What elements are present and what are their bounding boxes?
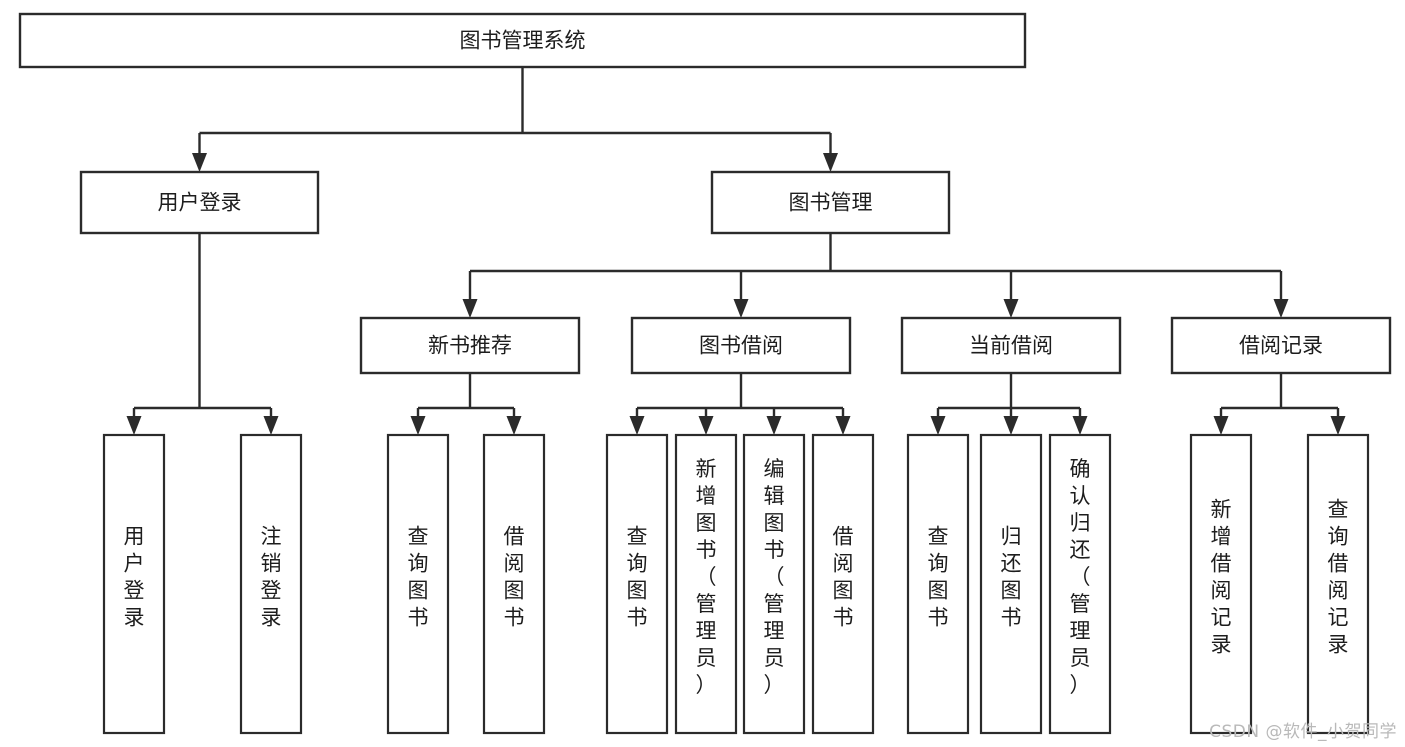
connector-conn-userlogin-to-leaves [126, 233, 279, 435]
arrow-head-icon [263, 416, 279, 435]
node-label: 注销登录 [261, 525, 282, 630]
node-leaf-add-borrow-record[interactable]: 新增借阅记录 [1189, 433, 1253, 735]
node-label: 用户登录 [158, 191, 242, 215]
node-box[interactable] [710, 170, 951, 235]
node-leaf-query-borrow-record[interactable]: 查询借阅记录 [1306, 433, 1370, 735]
node-label: 图书借阅 [699, 334, 783, 358]
connector-conn-current-to-leaves [930, 373, 1088, 435]
arrow-head-icon [823, 153, 838, 172]
node-leaf-user-login[interactable]: 用户登录 [102, 433, 166, 735]
node-label: 查询借阅记录 [1328, 498, 1349, 657]
connector-conn-record-to-leaves [1213, 373, 1346, 435]
node-label: 当前借阅 [969, 334, 1053, 358]
node-label: 查询图书 [627, 525, 648, 630]
node-label: 确认归还（管理员） [1070, 457, 1091, 697]
connector-conn-root-to-level2 [192, 67, 838, 172]
node-box[interactable] [1306, 433, 1370, 735]
node-label: 编辑图书（管理员） [764, 457, 785, 697]
node-leaf-return-book[interactable]: 归还图书 [979, 433, 1043, 735]
node-box[interactable] [900, 316, 1122, 375]
arrow-head-icon [698, 416, 714, 435]
node-leaf-confirm-return-admin[interactable]: 确认归还（管理员） [1048, 433, 1112, 735]
node-label: 用户登录 [124, 525, 145, 630]
node-label: 查询图书 [408, 525, 429, 630]
arrow-head-icon [1003, 416, 1019, 435]
watermark-label: CSDN @软件_小贺同学 [1209, 722, 1397, 742]
arrow-head-icon [462, 299, 478, 318]
arrow-head-icon [410, 416, 426, 435]
nodes-layer: 图书管理系统用户登录图书管理新书推荐图书借阅当前借阅借阅记录用户登录注销登录查询… [18, 12, 1392, 735]
arrow-head-icon [506, 416, 522, 435]
node-label: 归还图书 [1001, 525, 1022, 630]
node-new-book-recommend[interactable]: 新书推荐 [359, 316, 581, 375]
node-box[interactable] [1170, 316, 1392, 375]
node-label: 图书管理 [789, 191, 873, 215]
arrow-head-icon [1213, 416, 1229, 435]
node-leaf-query-book-borrow[interactable]: 查询图书 [605, 433, 669, 735]
node-leaf-borrow-book-recommend[interactable]: 借阅图书 [482, 433, 546, 735]
node-label: 图书管理系统 [460, 29, 586, 53]
connectors-layer [126, 67, 1346, 435]
node-box[interactable] [630, 316, 852, 375]
connector-conn-bookmanage-to-level3 [462, 233, 1289, 318]
node-current-borrow[interactable]: 当前借阅 [900, 316, 1122, 375]
node-box[interactable] [906, 433, 970, 735]
arrow-head-icon [1072, 416, 1088, 435]
arrow-head-icon [1330, 416, 1346, 435]
node-box[interactable] [18, 12, 1027, 69]
node-leaf-logout-login[interactable]: 注销登录 [239, 433, 303, 735]
node-box[interactable] [1189, 433, 1253, 735]
node-box[interactable] [742, 433, 806, 735]
connector-conn-recommend-to-leaves [410, 373, 522, 435]
arrow-head-icon [629, 416, 645, 435]
node-label: 新增图书（管理员） [696, 457, 717, 697]
node-leaf-query-book-current[interactable]: 查询图书 [906, 433, 970, 735]
node-leaf-query-book-recommend[interactable]: 查询图书 [386, 433, 450, 735]
node-box[interactable] [386, 433, 450, 735]
node-book-manage[interactable]: 图书管理 [710, 170, 951, 235]
node-box[interactable] [605, 433, 669, 735]
node-label: 借阅图书 [833, 525, 854, 630]
node-label: 借阅图书 [504, 525, 525, 630]
arrow-head-icon [835, 416, 851, 435]
node-user-login[interactable]: 用户登录 [79, 170, 320, 235]
node-label: 新增借阅记录 [1211, 498, 1232, 657]
arrow-head-icon [1273, 299, 1289, 318]
arrow-head-icon [192, 153, 207, 172]
node-box[interactable] [359, 316, 581, 375]
node-book-borrow[interactable]: 图书借阅 [630, 316, 852, 375]
node-box[interactable] [102, 433, 166, 735]
node-box[interactable] [482, 433, 546, 735]
node-borrow-record[interactable]: 借阅记录 [1170, 316, 1392, 375]
arrow-head-icon [126, 416, 142, 435]
node-leaf-borrow-book[interactable]: 借阅图书 [811, 433, 875, 735]
arrow-head-icon [930, 416, 946, 435]
node-box[interactable] [979, 433, 1043, 735]
node-label: 借阅记录 [1239, 334, 1323, 358]
node-leaf-edit-book-admin[interactable]: 编辑图书（管理员） [742, 433, 806, 735]
connector-conn-borrow-to-leaves [629, 373, 851, 435]
arrow-head-icon [766, 416, 782, 435]
node-label: 查询图书 [928, 525, 949, 630]
arrow-head-icon [1003, 299, 1019, 318]
node-label: 新书推荐 [428, 334, 512, 358]
node-root[interactable]: 图书管理系统 [18, 12, 1027, 69]
node-box[interactable] [239, 433, 303, 735]
arrow-head-icon [733, 299, 749, 318]
node-box[interactable] [79, 170, 320, 235]
node-box[interactable] [1048, 433, 1112, 735]
node-box[interactable] [674, 433, 738, 735]
node-box[interactable] [811, 433, 875, 735]
node-leaf-add-book-admin[interactable]: 新增图书（管理员） [674, 433, 738, 735]
